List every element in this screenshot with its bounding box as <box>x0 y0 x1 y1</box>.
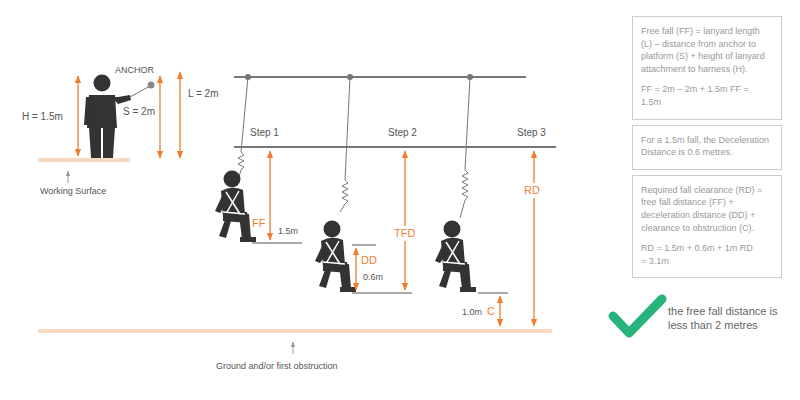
dimension-symbol: C <box>487 305 495 318</box>
formula-box: Free fall (FF) = lanyard length (L) – di… <box>632 16 782 120</box>
dimension-value: 1.0m <box>462 307 482 317</box>
dimension-symbol: TFD <box>392 226 417 241</box>
anchor-label: ANCHOR <box>115 65 154 75</box>
formula-calc: FF = 2m – 2m + 1.5m FF = 1.5m <box>641 83 753 108</box>
formula-box: Required fall clearance (RD) = free fall… <box>632 175 782 279</box>
dimension-symbol: FF <box>252 217 265 230</box>
formula-calc: RD = 1.5m + 0.6m + 1m RD = 3.1m <box>641 242 753 267</box>
step-label: Step 3 <box>517 127 546 139</box>
dimension-symbol: DD <box>361 254 377 267</box>
check-note: the free fall distance is less than 2 me… <box>668 304 780 333</box>
formula-box: For a 1.5m fall, the Deceleration Distan… <box>632 125 782 170</box>
surface-label: Working Surface <box>40 186 106 196</box>
dimension-value: 0.6m <box>363 272 383 282</box>
dimension-value: 1.5m <box>278 226 298 236</box>
formula-text: Required fall clearance (RD) = free fall… <box>641 184 773 234</box>
step-label: Step 2 <box>388 127 417 139</box>
dimension-symbol: RD <box>522 183 542 198</box>
ground-label: Ground and/or first obstruction <box>216 361 338 371</box>
formula-text: Free fall (FF) = lanyard length (L) – di… <box>641 25 773 75</box>
dimension-label: H = 1.5m <box>22 111 63 123</box>
step-label: Step 1 <box>250 127 279 139</box>
formula-text: For a 1.5m fall, the Deceleration Distan… <box>641 134 773 159</box>
dimension-label: L = 2m <box>188 88 218 100</box>
dimension-label: S = 2m <box>123 106 155 118</box>
